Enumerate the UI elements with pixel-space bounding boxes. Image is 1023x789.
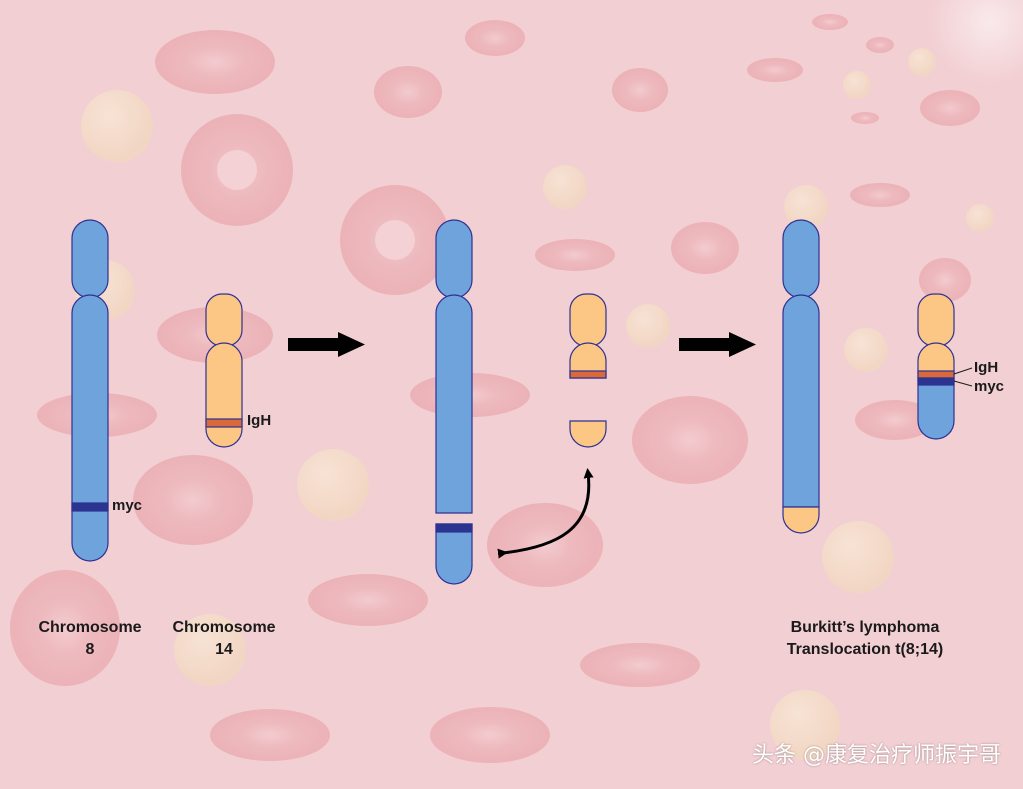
chromosome-14 bbox=[205, 293, 243, 448]
igh-leader-line bbox=[953, 367, 973, 375]
result-caption-line1: Burkitt’s lymphoma bbox=[790, 619, 940, 636]
arrow-right-1 bbox=[288, 332, 365, 357]
derivative-14-short-arm bbox=[917, 293, 955, 347]
chromosome-8-broken bbox=[435, 219, 473, 585]
derivative-chromosome-8 bbox=[782, 219, 820, 534]
chromosome-8-caption-line2: 8 bbox=[85, 641, 95, 658]
chromosome-8-short-arm bbox=[71, 219, 109, 299]
derivative-8-long-arm bbox=[782, 294, 820, 508]
chromosome-8-fragment bbox=[435, 523, 473, 585]
chromosome-8 bbox=[71, 219, 109, 562]
igh-label: IgH bbox=[247, 412, 272, 429]
chromosome-14-broken-short-arm bbox=[569, 293, 607, 347]
background-decoration bbox=[10, 0, 1023, 763]
chromosome-8-caption-line1: Chromosome bbox=[38, 619, 142, 636]
chromosome-14-broken bbox=[569, 293, 607, 448]
watermark: 头条 @康复治疗师振宇哥 bbox=[752, 743, 1001, 768]
myc-label: myc bbox=[112, 497, 143, 514]
chromosome-14-caption: Chromosome 14 bbox=[154, 617, 294, 661]
result-igh-label: IgH bbox=[974, 359, 999, 376]
igh-band-broken bbox=[569, 370, 607, 379]
chromosome-8-broken-long-arm bbox=[435, 294, 473, 514]
derivative-14-igh-band bbox=[917, 370, 955, 379]
myc-band bbox=[71, 502, 109, 512]
igh-band bbox=[205, 418, 243, 428]
chromosome-14-caption-line1: Chromosome bbox=[172, 619, 276, 636]
chromosome-14-long-arm bbox=[205, 342, 243, 448]
chromosome-8-broken-short-arm bbox=[435, 219, 473, 299]
derivative-chromosome-14 bbox=[917, 293, 955, 440]
derivative-14-myc-band bbox=[917, 377, 955, 386]
chromosome-8-long-arm bbox=[71, 294, 109, 562]
derivative-8-short-arm bbox=[782, 219, 820, 299]
exchange-arrow bbox=[497, 468, 594, 559]
chromosome-14-broken-long-arm bbox=[569, 342, 607, 379]
myc-leader-line bbox=[953, 380, 973, 387]
derivative-8-igh-segment bbox=[782, 506, 820, 534]
myc-band-fragment bbox=[435, 523, 473, 533]
chromosome-14-fragment bbox=[569, 420, 607, 448]
chromosome-14-short-arm bbox=[205, 293, 243, 347]
chromosome-14-caption-line2: 14 bbox=[215, 641, 233, 658]
arrow-right-2 bbox=[679, 332, 756, 357]
result-caption: Burkitt’s lymphoma Translocation t(8;14) bbox=[755, 617, 975, 661]
result-myc-label: myc bbox=[974, 378, 1005, 395]
derivative-14-myc-segment bbox=[917, 379, 955, 440]
chromosome-8-caption: Chromosome 8 bbox=[20, 617, 160, 661]
result-caption-line2: Translocation t(8;14) bbox=[786, 641, 944, 658]
